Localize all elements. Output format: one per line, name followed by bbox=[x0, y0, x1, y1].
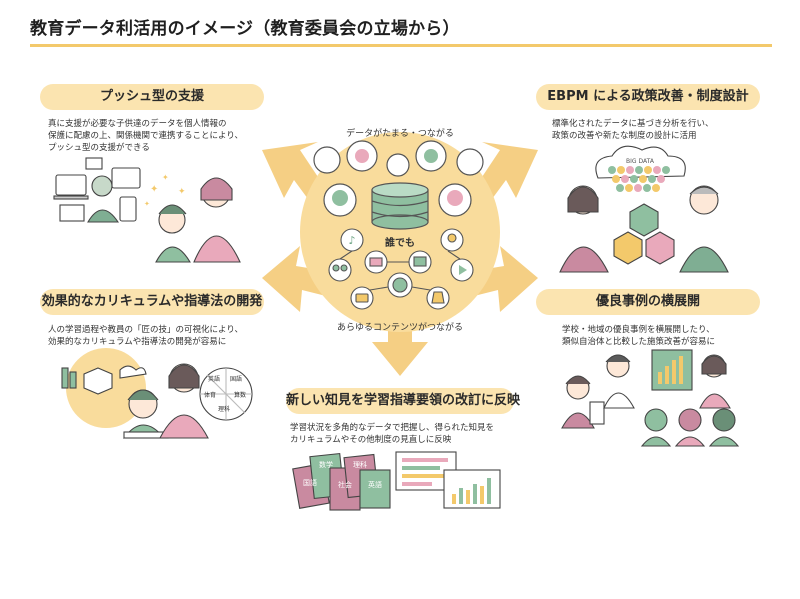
wheel-label: 体育 bbox=[203, 392, 216, 399]
desc-line: 類似自治体と比較した施策改善が容易に bbox=[562, 337, 716, 347]
guidelines-illustration bbox=[292, 451, 501, 511]
svg-text:✦: ✦ bbox=[150, 184, 158, 195]
curriculum-description: 人の学習過程や教員の「匠の技」の可視化により、 効果的なカリキュラムや指導法の開… bbox=[48, 324, 278, 348]
push-support-description: 真に支援が必要な子供達のデータを個人情報の 保護に配慮の上、関係機関で連携するこ… bbox=[48, 118, 268, 154]
arrow-down-right bbox=[474, 246, 538, 312]
best-practice-illustration bbox=[561, 349, 740, 447]
desc-line: 学習状況を多角的なデータで把握し、得られた知見を bbox=[290, 423, 495, 433]
svg-text:✦: ✦ bbox=[178, 187, 186, 197]
wheel-label: 英語 bbox=[207, 376, 220, 383]
center-hub: ♪ bbox=[300, 132, 500, 332]
push-support-illustration: ✦✦ ✦✦ bbox=[53, 157, 241, 263]
best-practice-title: 優良事例の横展開 bbox=[536, 289, 760, 315]
database-icon bbox=[371, 182, 429, 230]
desc-line: 標準化されたデータに基づき分析を行い、 bbox=[552, 119, 714, 129]
curriculum-title: 効果的なカリキュラムや指導法の開発 bbox=[40, 289, 264, 315]
book-label: 国語 bbox=[303, 479, 317, 487]
desc-line: プッシュ型の支援ができる bbox=[48, 143, 150, 153]
book-label: 数学 bbox=[319, 461, 333, 469]
speech-bubble-icons bbox=[313, 140, 484, 217]
desc-line: 保護に配慮の上、関係機関で連携することにより、 bbox=[48, 131, 243, 141]
arrow-down bbox=[372, 318, 428, 376]
center-bottom-label: あらゆるコンテンツがつながる bbox=[336, 323, 463, 333]
book-label: 理科 bbox=[353, 461, 367, 469]
book-label: 社会 bbox=[338, 481, 352, 489]
ebpm-description: 標準化されたデータに基づき分析を行い、 政策の改善や新たな制度の設計に活用 bbox=[552, 118, 772, 142]
page-title: 教育データ利活用のイメージ（教育委員会の立場から） bbox=[30, 19, 460, 39]
ebpm-title: EBPM による政策改善・制度設計 bbox=[536, 84, 760, 110]
center-top-label: データがたまる・つながる bbox=[346, 129, 454, 139]
desc-line: 人の学習過程や教員の「匠の技」の可視化により、 bbox=[48, 325, 243, 335]
wheel-label: 理科 bbox=[217, 406, 230, 413]
wheel-label: 国語 bbox=[229, 376, 242, 383]
desc-line: 学校・地域の優良事例を横展開したり、 bbox=[562, 325, 715, 335]
desc-line: 政策の改善や新たな制度の設計に活用 bbox=[552, 131, 697, 141]
guidelines-description: 学習状況を多角的なデータで把握し、得られた知見を カリキュラムやその他制度の見直… bbox=[290, 422, 530, 446]
wheel-label: 算数 bbox=[233, 392, 246, 399]
ebpm-illustration bbox=[559, 145, 729, 273]
svg-text:✦: ✦ bbox=[144, 200, 150, 208]
arrow-down-left bbox=[262, 246, 326, 312]
center-middle-label: 誰でも bbox=[385, 238, 415, 249]
curriculum-illustration bbox=[61, 348, 253, 439]
best-practice-description: 学校・地域の優良事例を横展開したり、 類似自治体と比較した施策改善が容易に bbox=[562, 324, 772, 348]
big-data-label: BIG DATA bbox=[626, 158, 654, 165]
book-label: 英語 bbox=[368, 481, 382, 489]
big-data-dots bbox=[608, 166, 670, 192]
desc-line: 真に支援が必要な子供達のデータを個人情報の bbox=[48, 119, 227, 129]
content-icons: ♪ bbox=[328, 228, 474, 310]
desc-line: 効果的なカリキュラムや指導法の開発が容易に bbox=[48, 337, 227, 347]
svg-text:♪: ♪ bbox=[348, 234, 355, 247]
svg-text:✦: ✦ bbox=[162, 173, 169, 182]
guidelines-title: 新しい知見を学習指導要領の改訂に反映 bbox=[286, 388, 520, 414]
push-support-title: プッシュ型の支援 bbox=[40, 84, 264, 110]
desc-line: カリキュラムやその他制度の見直しに反映 bbox=[290, 435, 452, 445]
title-underline bbox=[30, 44, 772, 47]
